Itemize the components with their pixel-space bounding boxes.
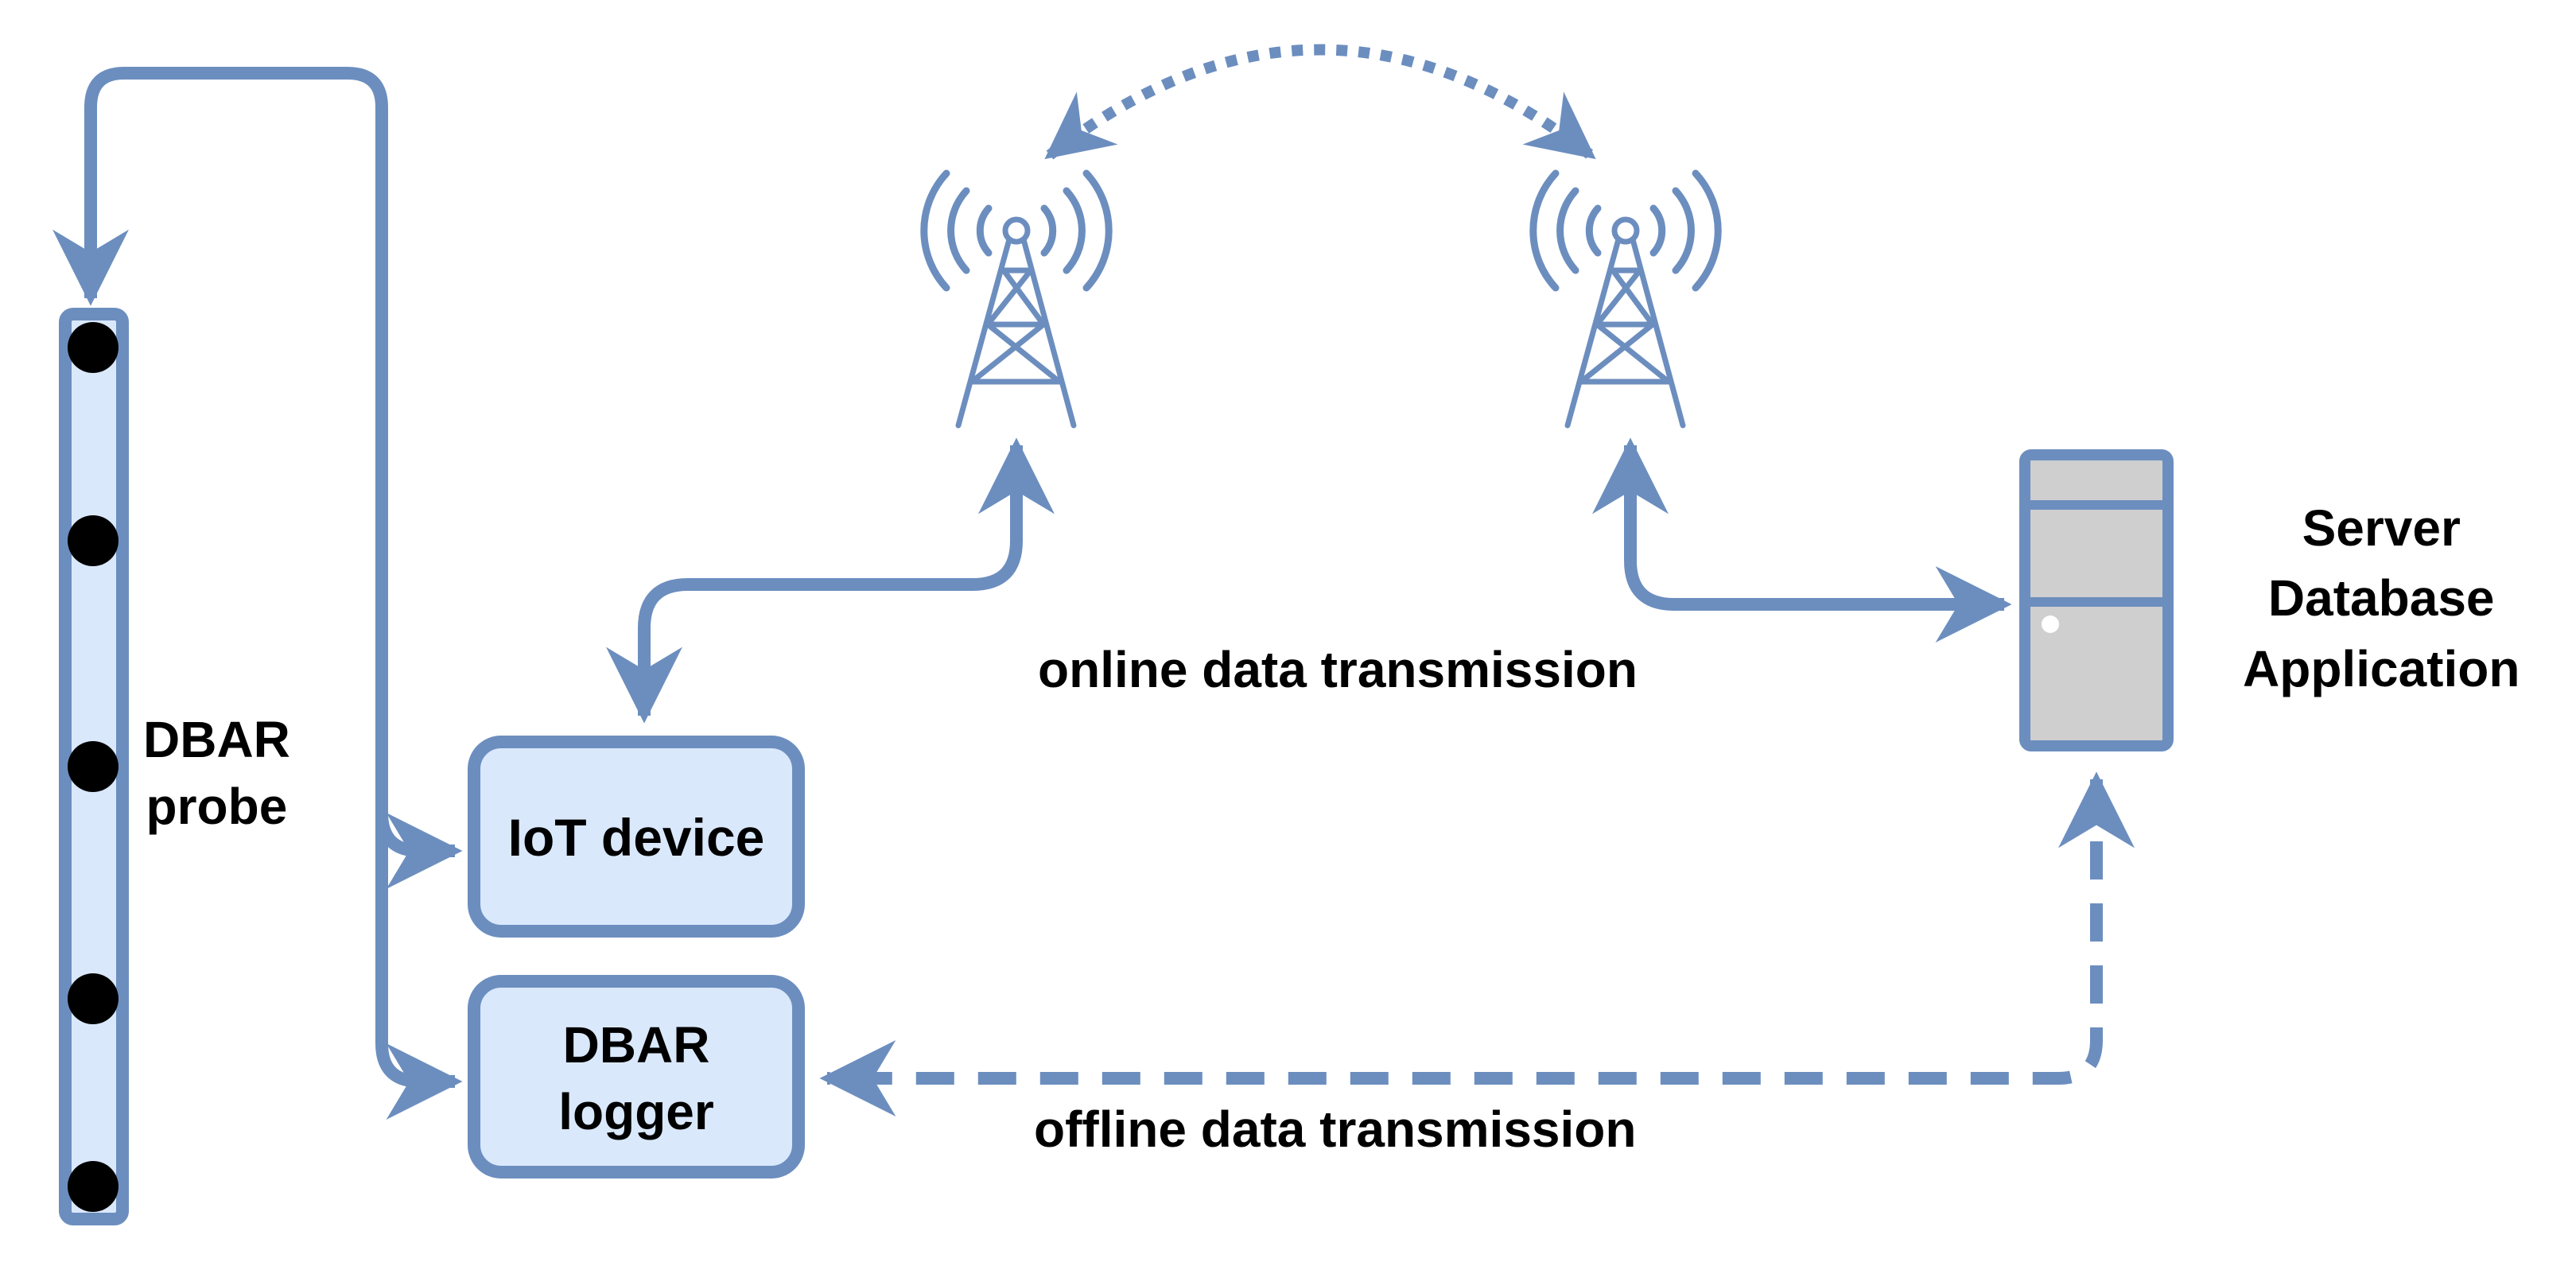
tower-to-server-arrow (1592, 437, 2012, 643)
offline-transmission-label: offline data transmission (1034, 1101, 1637, 1158)
dbar-logger-label-line2: logger (558, 1083, 714, 1141)
server-label-line3: Application (2243, 639, 2520, 697)
dbar-probe (59, 308, 129, 1225)
probe-sensor (68, 1161, 119, 1212)
left-tower (920, 169, 1113, 429)
probe-sensor (68, 322, 119, 373)
dbar-logger-label: DBAR logger (474, 1012, 798, 1146)
right-tower (1529, 169, 1722, 429)
probe-sensor (68, 973, 119, 1024)
dbar-probe-label: DBAR probe (143, 706, 290, 841)
server-label-line1: Server (2302, 499, 2461, 557)
dbar-probe-label-line1: DBAR (143, 711, 290, 768)
dbar-logger-box (468, 975, 805, 1179)
wireless-link-arc (1044, 44, 1596, 160)
server-icon (2019, 449, 2174, 751)
dbar-probe-label-line2: probe (146, 778, 288, 836)
iot-to-tower-arrow (606, 437, 1055, 724)
probe-sensor (68, 741, 119, 792)
dbar-logger-label-line1: DBAR (562, 1016, 710, 1074)
server-label-line2: Database (2267, 569, 2495, 627)
iot-device-label: IoT device (507, 808, 765, 867)
online-transmission-label: online data transmission (1038, 641, 1638, 698)
arrow-to-dbar-logger (375, 813, 463, 1120)
arrow-to-iot-device (375, 445, 463, 889)
iot-device-box (468, 736, 805, 938)
probe-loop-arrow (52, 67, 388, 445)
server-label: Server Database Application (2243, 493, 2520, 704)
offline-transmission-arrow (819, 771, 2135, 1116)
probe-sensor (68, 515, 119, 566)
